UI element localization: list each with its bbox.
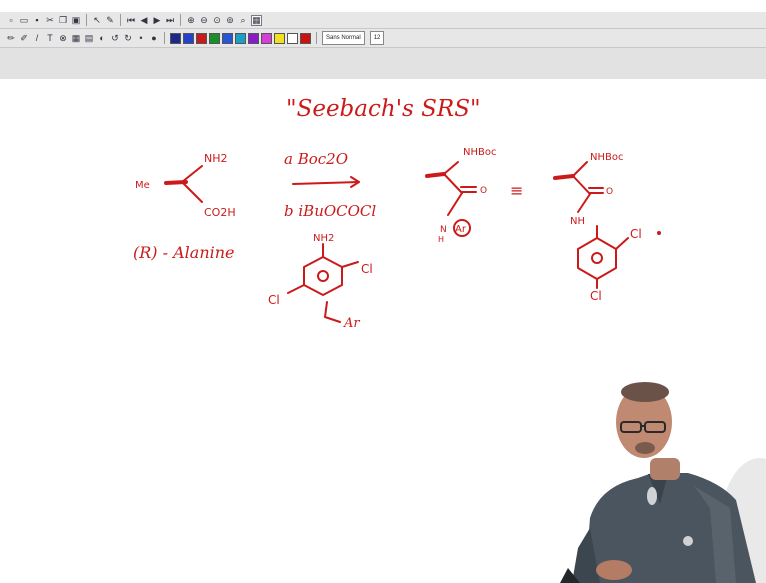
font-size-select[interactable]: 12 <box>369 31 385 45</box>
cut-icon[interactable]: ✂ <box>46 14 54 25</box>
first-page-icon[interactable]: ⏮ <box>126 14 136 25</box>
color-swatch-8[interactable] <box>261 32 272 44</box>
toolbar-separator <box>164 32 165 44</box>
color-swatch-9[interactable] <box>274 32 285 44</box>
svg-text:O: O <box>606 187 613 197</box>
toolbar-spacer <box>0 48 766 79</box>
alanine-structure: Me NH2 CO2H <box>135 152 236 219</box>
svg-text:Cl: Cl <box>268 293 280 307</box>
svg-text:NHBoc: NHBoc <box>590 152 623 163</box>
color-swatch-3[interactable] <box>196 32 207 44</box>
equivalence-sign: ≡ <box>510 181 523 200</box>
open-file-icon[interactable]: ▭ <box>19 14 29 25</box>
reaction-arrow <box>292 176 360 188</box>
svg-text:CO2H: CO2H <box>204 206 236 219</box>
pointer-icon[interactable]: ↖ <box>93 14 101 25</box>
zoom-page-icon[interactable]: ⌕ <box>240 14 246 25</box>
grid-icon[interactable]: ▦ <box>71 32 81 43</box>
eraser-icon[interactable]: ◐ <box>99 32 105 43</box>
svg-text:NHBoc: NHBoc <box>463 147 496 158</box>
next-page-icon[interactable]: ▶ <box>153 14 161 25</box>
undo-icon[interactable]: ↺ <box>111 32 119 43</box>
toolbar-separator <box>120 14 121 26</box>
pen-toolbar: ✏ ✐ / T ⊗ ▦▤ ◐ ↺ ↻ • ● Sans Normal 12 <box>0 29 766 48</box>
svg-text:Cl: Cl <box>590 289 602 303</box>
svg-text:NH2: NH2 <box>204 152 228 165</box>
expanded-product-structure: NHBoc O NH Cl Cl <box>553 152 661 303</box>
paste-icon[interactable]: ▣ <box>71 14 81 25</box>
color-swatch-11[interactable] <box>300 32 311 44</box>
color-swatch-5[interactable] <box>222 32 233 44</box>
zoom-in-icon[interactable]: ⊕ <box>187 14 195 25</box>
svg-text:Ar: Ar <box>455 224 467 235</box>
presenter-video <box>560 382 766 583</box>
color-swatch-7[interactable] <box>248 32 259 44</box>
font-select[interactable]: Sans Normal <box>322 31 365 45</box>
last-page-icon[interactable]: ⏭ <box>165 14 175 25</box>
color-swatch-6[interactable] <box>235 32 246 44</box>
toolbar-separator <box>180 14 181 26</box>
window-top-edge <box>0 0 766 12</box>
image-icon[interactable]: ▤ <box>84 32 94 43</box>
svg-text:Ar: Ar <box>343 316 360 331</box>
svg-text:"Seebach's SRS": "Seebach's SRS" <box>286 96 481 122</box>
zoom-fit-icon[interactable]: ⊙ <box>213 14 221 25</box>
product-amide-structure: NHBoc O N H Ar <box>425 147 496 244</box>
pen-tool-icon[interactable]: ✏ <box>7 32 15 43</box>
stamp-icon[interactable]: ⊗ <box>59 32 67 43</box>
color-swatch-10[interactable] <box>287 32 298 44</box>
step-a-label: a Boc2O <box>284 150 348 168</box>
redo-icon[interactable]: ↻ <box>124 32 132 43</box>
main-toolbar: ▫ ▭ ▪ ✂ ❐▣ ↖ ✎ ⏮ ◀ ▶ ⏭ ⊕ ⊖ ⊙ ⊚ ⌕ ▦ <box>0 12 766 29</box>
svg-text:Cl: Cl <box>630 227 642 241</box>
toolbar-separator <box>86 14 87 26</box>
title-handwriting: "Seebach's SRS" <box>286 96 481 122</box>
zoom-width-icon[interactable]: ⊚ <box>226 14 234 25</box>
svg-text:NH: NH <box>570 216 585 227</box>
step-b-label: b iBuOCOCl <box>284 202 376 220</box>
copy-icon[interactable]: ❐ <box>58 14 68 25</box>
line-tool-icon[interactable]: / <box>35 32 39 43</box>
svg-text:NH2: NH2 <box>313 233 334 244</box>
prev-page-icon[interactable]: ◀ <box>140 14 148 25</box>
select-area-icon[interactable]: ▦ <box>251 14 262 26</box>
color-swatch-1[interactable] <box>170 32 181 44</box>
svg-text:H: H <box>438 235 444 244</box>
new-file-icon[interactable]: ▫ <box>9 14 13 25</box>
reactant-name-label: (R) - Alanine <box>133 243 235 262</box>
color-swatch-2[interactable] <box>183 32 194 44</box>
svg-text:N: N <box>440 225 447 235</box>
dot-small-icon[interactable]: • <box>139 32 143 43</box>
toolbar-separator <box>316 32 317 44</box>
dot-large-icon[interactable]: ● <box>151 32 157 43</box>
svg-text:Me: Me <box>135 180 150 191</box>
svg-text:Cl: Cl <box>361 262 373 276</box>
save-icon[interactable]: ▪ <box>35 14 39 25</box>
svg-text:O: O <box>480 186 487 196</box>
text-tool-icon[interactable]: T <box>47 32 53 43</box>
highlighter-icon[interactable]: ✐ <box>20 32 28 43</box>
color-swatch-4[interactable] <box>209 32 220 44</box>
zoom-out-icon[interactable]: ⊖ <box>200 14 208 25</box>
aniline-reagent-structure: NH2 Cl Cl Ar <box>268 233 373 331</box>
pen-icon[interactable]: ✎ <box>106 14 114 25</box>
